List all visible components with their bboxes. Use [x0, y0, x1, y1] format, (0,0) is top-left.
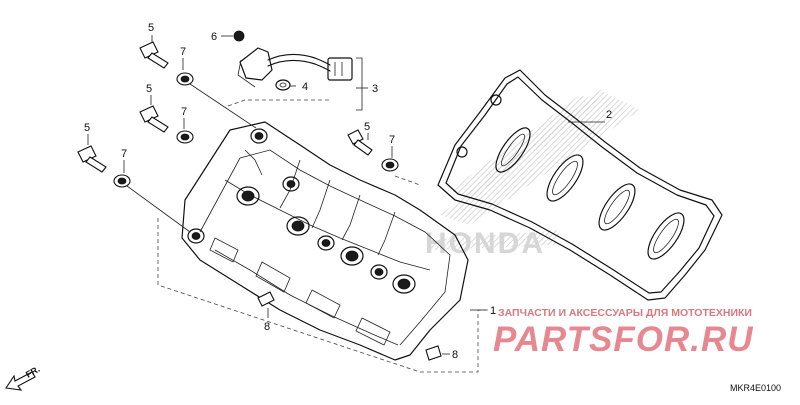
callout-washer-a: 7 — [180, 46, 186, 58]
screw — [221, 30, 245, 42]
honda-wing-watermark: HONDA — [425, 90, 640, 260]
direction-label: FR. — [24, 364, 42, 380]
callout-dowel-b: 8 — [452, 349, 458, 361]
cylinder-head-cover — [181, 121, 469, 361]
callout-harness: 3 — [372, 83, 378, 95]
callout-washer-c: 7 — [121, 148, 127, 160]
front-direction-arrow: FR. — [5, 364, 42, 391]
callout-washer-d: 7 — [389, 134, 395, 146]
bolt-group-b — [139, 95, 194, 144]
callout-gasket: 2 — [606, 109, 612, 121]
honda-text: HONDA — [425, 227, 545, 260]
watermark-tagline: ЗАПЧАСТИ И АКСЕССУАРЫ ДЛЯ МОТОТЕХНИКИ — [498, 307, 752, 319]
bolt-group-d — [347, 129, 399, 172]
diagram-code: MKR4E0100 — [730, 383, 781, 393]
callout-screw: 6 — [211, 31, 217, 43]
grommet — [275, 79, 296, 91]
head-cover-gasket — [437, 69, 723, 301]
callout-washer-b: 7 — [181, 106, 187, 118]
callout-cover: 1 — [490, 305, 496, 317]
callout-bolt-a: 5 — [148, 22, 154, 34]
dowel-pin-a — [257, 291, 275, 318]
dowel-pin-b — [425, 345, 450, 361]
callout-dowel-a: 8 — [264, 321, 270, 333]
callout-bolt-c: 5 — [84, 122, 90, 134]
callout-grommet: 4 — [302, 81, 308, 93]
breather-harness — [237, 47, 368, 111]
callout-bolt-b: 5 — [146, 83, 152, 95]
watermark-brand: PARTSFOR.RU — [493, 320, 754, 359]
partsfor-watermark: ЗАПЧАСТИ И АКСЕССУАРЫ ДЛЯ МОТОТЕХНИКИ PA… — [493, 307, 754, 359]
callout-bolt-d: 5 — [364, 121, 370, 133]
bolt-group-c — [77, 134, 191, 233]
bolt-group-a — [139, 35, 257, 129]
